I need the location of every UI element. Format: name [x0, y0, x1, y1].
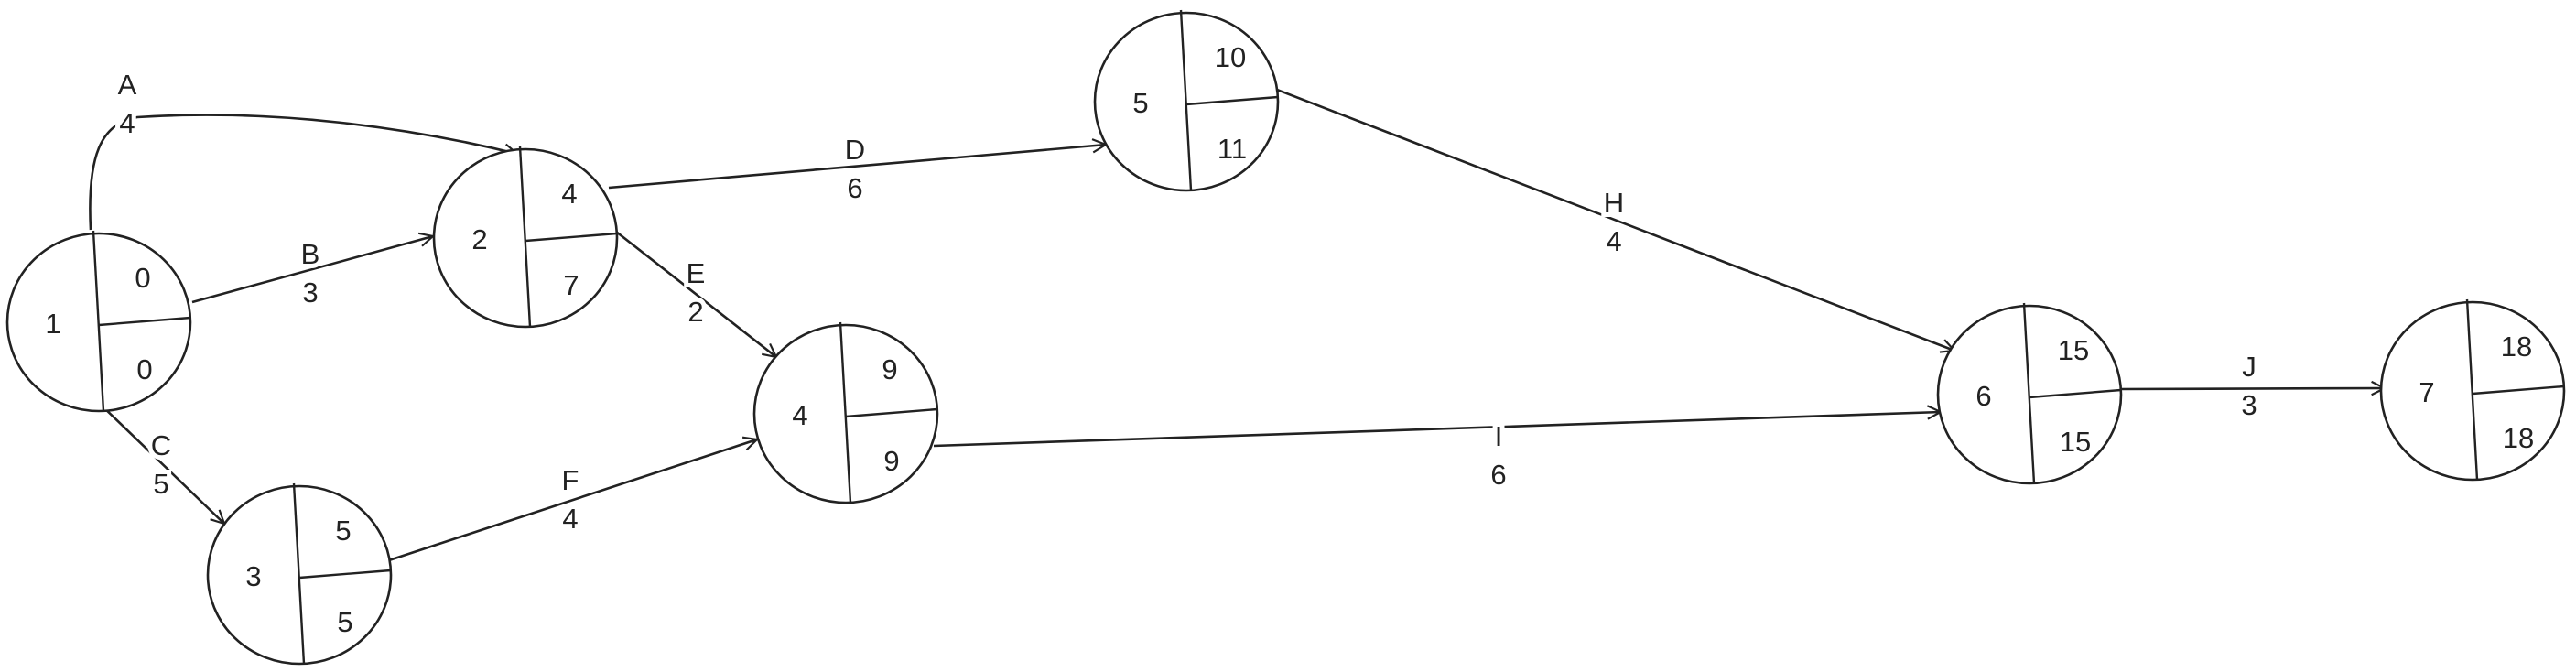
activity-arrow-J: J3	[2117, 346, 2385, 426]
latest-start: 5	[337, 606, 352, 638]
arrow-line	[608, 145, 1106, 190]
activity-arrow-F: F4	[388, 439, 757, 562]
activity-label: D	[845, 134, 865, 166]
activity-arrow-I: I6	[933, 412, 1941, 495]
arrow-line	[933, 412, 1941, 448]
latest-start: 0	[136, 353, 152, 385]
activity-arrow-D: D6	[608, 129, 1106, 209]
earliest-start: 0	[135, 262, 150, 294]
activity-arrow-H: H4	[1276, 88, 1954, 351]
arrow-line	[1276, 88, 1954, 351]
event-node-7: 7 18 18	[2379, 298, 2566, 482]
activity-duration: 2	[687, 296, 703, 328]
node-divider-vertical	[518, 146, 532, 328]
earliest-start: 9	[882, 353, 897, 385]
earliest-start: 10	[1215, 41, 1246, 73]
node-divider-vertical	[2022, 302, 2036, 484]
node-number: 7	[2419, 376, 2434, 408]
arrow-line	[388, 439, 757, 562]
activity-arrow-E: E2	[615, 230, 776, 357]
node-number: 2	[471, 223, 487, 255]
arrow-line	[98, 402, 224, 524]
node-divider-vertical	[2465, 298, 2479, 481]
activity-duration: 6	[1490, 459, 1506, 491]
activity-label: H	[1604, 187, 1624, 219]
activity-duration: 4	[562, 503, 578, 535]
node-number: 4	[792, 399, 807, 431]
arrow-line	[2117, 388, 2385, 389]
activity-duration: 4	[1606, 225, 1621, 257]
event-node-6: 6 15 15	[1936, 302, 2123, 485]
activity-label: C	[151, 429, 171, 461]
earliest-start: 18	[2501, 331, 2532, 363]
activity-label: A	[118, 69, 137, 101]
node-divider-horizontal	[525, 232, 618, 243]
node-divider-vertical	[839, 321, 852, 504]
latest-start: 18	[2503, 422, 2534, 454]
node-divider-horizontal	[845, 407, 938, 418]
arrow-line	[191, 236, 433, 304]
activity-label: I	[1495, 420, 1503, 452]
activity-label: J	[2242, 351, 2257, 383]
node-divider-horizontal	[98, 316, 191, 327]
event-node-3: 3 5 5	[206, 482, 393, 666]
node-divider-vertical	[92, 230, 105, 412]
activity-duration: 3	[302, 276, 318, 309]
latest-start: 11	[1218, 133, 1247, 165]
arrow-line	[615, 230, 776, 357]
arrow-line	[89, 114, 517, 231]
activity-label: E	[687, 257, 706, 289]
node-divider-horizontal	[1185, 95, 1279, 106]
activity-label: B	[301, 238, 320, 270]
earliest-start: 5	[335, 515, 351, 547]
node-divider-horizontal	[2029, 388, 2122, 399]
event-node-2: 2 4 7	[432, 146, 619, 329]
node-number: 3	[245, 560, 261, 592]
activity-duration: 6	[847, 172, 862, 204]
activity-arrow-C: C5	[98, 402, 224, 524]
event-node-5: 5 10 11	[1093, 9, 1280, 192]
activity-label: F	[562, 464, 579, 496]
activity-duration: 4	[119, 107, 135, 139]
activity-duration: 5	[153, 468, 168, 500]
latest-start: 9	[883, 445, 899, 477]
earliest-start: 4	[561, 178, 577, 210]
latest-start: 7	[563, 269, 579, 301]
node-divider-horizontal	[2472, 385, 2565, 396]
activity-arrow-B: B3	[191, 236, 433, 313]
activity-duration: 3	[2241, 389, 2257, 421]
latest-start: 15	[2060, 426, 2091, 458]
node-number: 5	[1132, 87, 1148, 119]
event-node-1: 1 0 0	[5, 230, 192, 413]
earliest-start: 15	[2058, 334, 2089, 366]
node-number: 6	[1975, 380, 1991, 412]
node-divider-vertical	[1179, 9, 1193, 191]
node-number: 1	[45, 308, 60, 340]
event-node-4: 4 9 9	[752, 321, 939, 504]
node-divider-vertical	[292, 482, 306, 665]
node-divider-horizontal	[298, 569, 392, 580]
